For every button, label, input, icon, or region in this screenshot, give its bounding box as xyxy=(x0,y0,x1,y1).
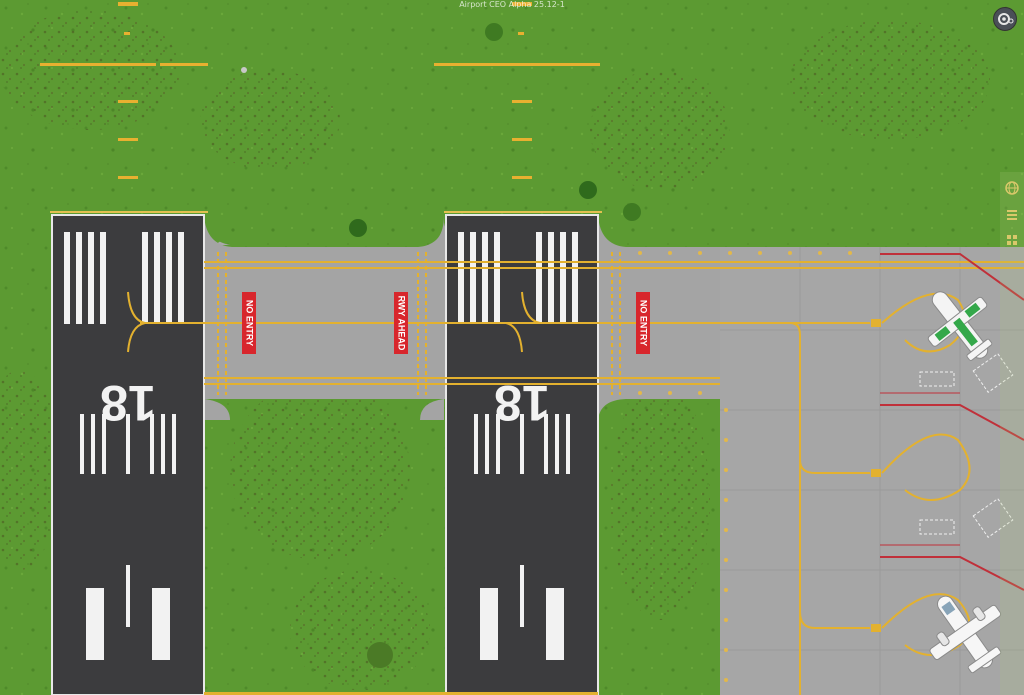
fillet xyxy=(418,215,446,247)
side-toolbar xyxy=(1000,172,1024,695)
stand-1[interactable] xyxy=(871,253,1024,393)
threshold-markings xyxy=(458,232,578,324)
approach-lights-right xyxy=(434,2,600,179)
list-icon xyxy=(1007,210,1017,220)
svg-text:RWY AHEAD: RWY AHEAD xyxy=(397,296,407,351)
trees xyxy=(241,23,641,668)
settings-button[interactable] xyxy=(993,7,1017,31)
hold-short-lines xyxy=(217,252,621,395)
map-border xyxy=(204,692,598,695)
list-button[interactable] xyxy=(1004,206,1020,222)
no-entry-sign-left: NO ENTRY xyxy=(242,292,256,354)
runway-right[interactable]: 18 xyxy=(445,214,599,695)
globe-button[interactable] xyxy=(1004,180,1020,196)
fillet xyxy=(204,215,232,247)
touchdown-markings xyxy=(474,414,570,660)
aircraft-white[interactable] xyxy=(908,575,1022,690)
threshold-markings xyxy=(64,232,184,324)
grid-icon xyxy=(1007,235,1017,245)
gear-icon xyxy=(998,13,1014,25)
apron-edge-lights xyxy=(638,251,852,682)
no-entry-sign-right: NO ENTRY xyxy=(636,292,650,354)
approach-lights-left xyxy=(40,2,208,179)
touchdown-markings xyxy=(80,414,176,660)
svg-text:NO ENTRY: NO ENTRY xyxy=(639,300,649,346)
globe-icon xyxy=(1005,181,1019,195)
window-title: Airport CEO Alpha 25.12-1 xyxy=(459,0,565,9)
rwy-ahead-sign: RWY AHEAD xyxy=(394,292,408,354)
threshold-lights xyxy=(50,211,602,213)
grid-button[interactable] xyxy=(1004,232,1020,248)
stand-2[interactable] xyxy=(871,392,1024,538)
aircraft-green[interactable] xyxy=(909,273,1012,378)
stand-3[interactable] xyxy=(871,544,1024,632)
runway-left[interactable]: 18 xyxy=(51,214,205,695)
svg-text:NO ENTRY: NO ENTRY xyxy=(245,300,255,346)
